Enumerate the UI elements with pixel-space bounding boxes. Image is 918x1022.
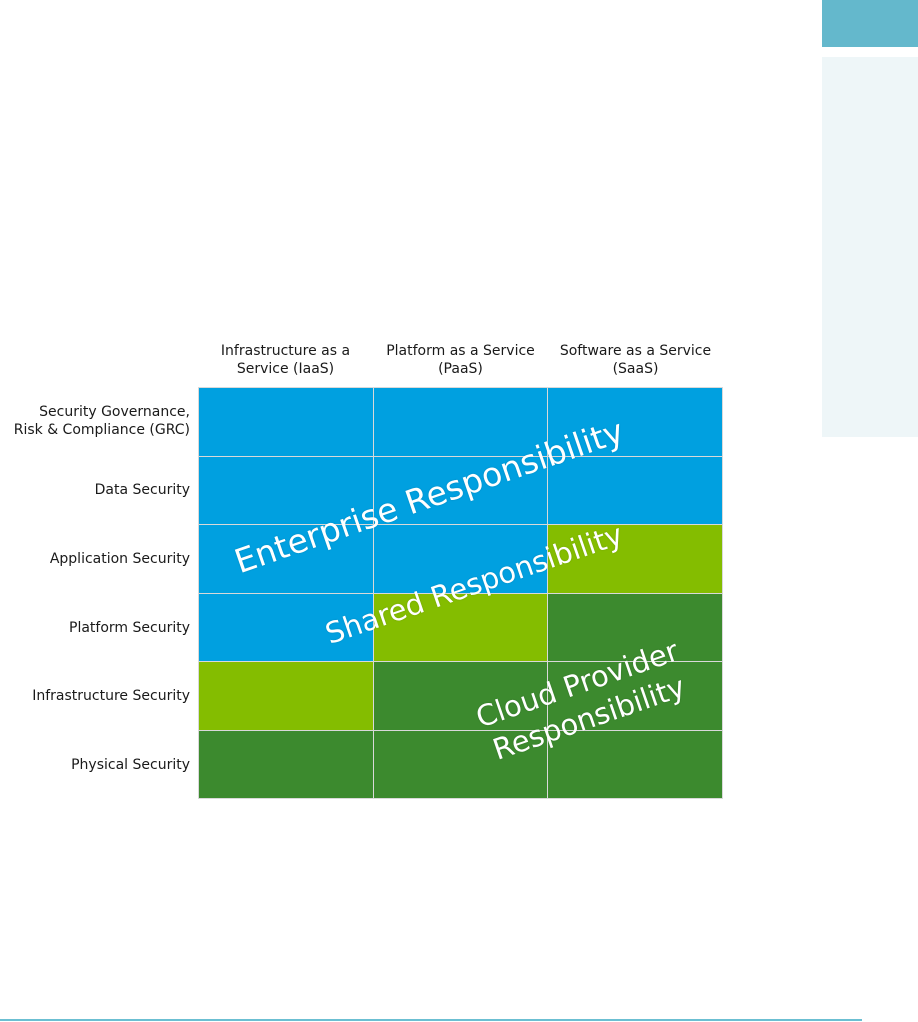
row-label-line: Risk & Compliance (GRC) <box>13 422 190 438</box>
sidebar-accent-tab <box>822 0 918 47</box>
footer-rule <box>0 1019 862 1021</box>
column-header-iaas: Infrastructure as a Service (IaaS) <box>198 342 373 378</box>
column-header-line: Service (IaaS) <box>236 361 335 377</box>
matrix-cell-cloud <box>548 730 722 798</box>
matrix-cell-enterprise <box>548 456 722 524</box>
matrix-cell-cloud <box>373 662 548 730</box>
matrix-cell-enterprise <box>373 525 548 593</box>
column-header-saas: Software as a Service (SaaS) <box>548 342 723 378</box>
matrix-cell-cloud <box>373 730 548 798</box>
matrix-cell-enterprise <box>548 388 722 456</box>
matrix-cell-cloud <box>199 730 373 798</box>
column-header-paas: Platform as a Service (PaaS) <box>373 342 548 378</box>
row-label-infrastructure-security: Infrastructure Security <box>32 688 190 704</box>
column-header-line: Software as a Service <box>559 343 712 359</box>
matrix-cell-enterprise <box>199 593 373 661</box>
column-header-line: Platform as a Service <box>386 343 535 359</box>
matrix-cell-enterprise <box>199 388 373 456</box>
row-label-line: Security Governance, <box>39 404 190 420</box>
matrix-cell-enterprise <box>373 456 548 524</box>
matrix-cell-shared <box>373 593 548 661</box>
row-label-application-security: Application Security <box>49 551 190 567</box>
matrix-cell-cloud <box>548 593 722 661</box>
matrix-cell-enterprise <box>199 456 373 524</box>
sidebar-panel <box>822 57 918 437</box>
row-label-data-security: Data Security <box>94 482 190 498</box>
column-header-line: (SaaS) <box>612 361 659 377</box>
responsibility-matrix <box>198 387 723 799</box>
row-label-platform-security: Platform Security <box>69 620 190 636</box>
matrix-cell-shared <box>199 662 373 730</box>
matrix-cell-enterprise <box>373 388 548 456</box>
column-header-line: (PaaS) <box>438 361 483 377</box>
matrix-cell-enterprise <box>199 525 373 593</box>
matrix-cell-shared <box>548 525 722 593</box>
matrix-cell-cloud <box>548 662 722 730</box>
row-label-physical-security: Physical Security <box>71 757 190 773</box>
row-label-grc: Security Governance, Risk & Compliance (… <box>0 403 190 439</box>
column-header-line: Infrastructure as a <box>220 343 351 359</box>
